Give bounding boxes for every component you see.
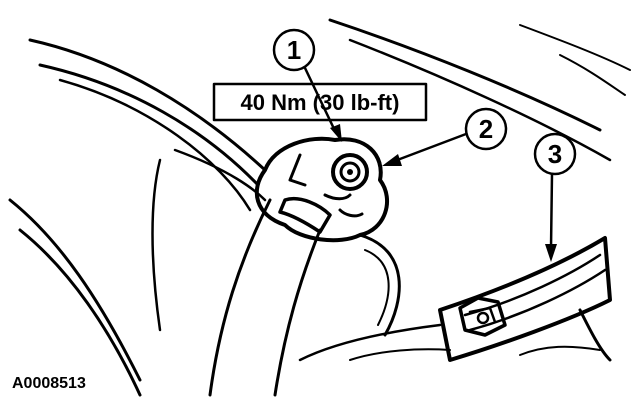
callout-2-label: 2: [479, 114, 493, 144]
callout-1: 1: [272, 28, 316, 72]
body-structure: [8, 18, 631, 397]
callout-1-label: 1: [287, 35, 301, 65]
callout-3: 3: [533, 132, 577, 176]
callout-3-leader: [545, 172, 557, 262]
callout-3-label: 3: [548, 139, 562, 169]
callout-2-leader: [382, 132, 468, 166]
torque-spec-label: 40 Nm (30 lb-ft): [241, 90, 400, 115]
belt-webbing: [278, 197, 332, 234]
callout-2: 2: [464, 107, 508, 151]
torque-spec-box: 40 Nm (30 lb-ft): [212, 82, 428, 122]
trim-panel: [349, 236, 612, 362]
callout-1-leader: [303, 66, 342, 142]
anchor-bolt: [331, 153, 369, 191]
figure-id: A0008513: [12, 375, 86, 392]
anchor-bracket: [254, 136, 390, 243]
